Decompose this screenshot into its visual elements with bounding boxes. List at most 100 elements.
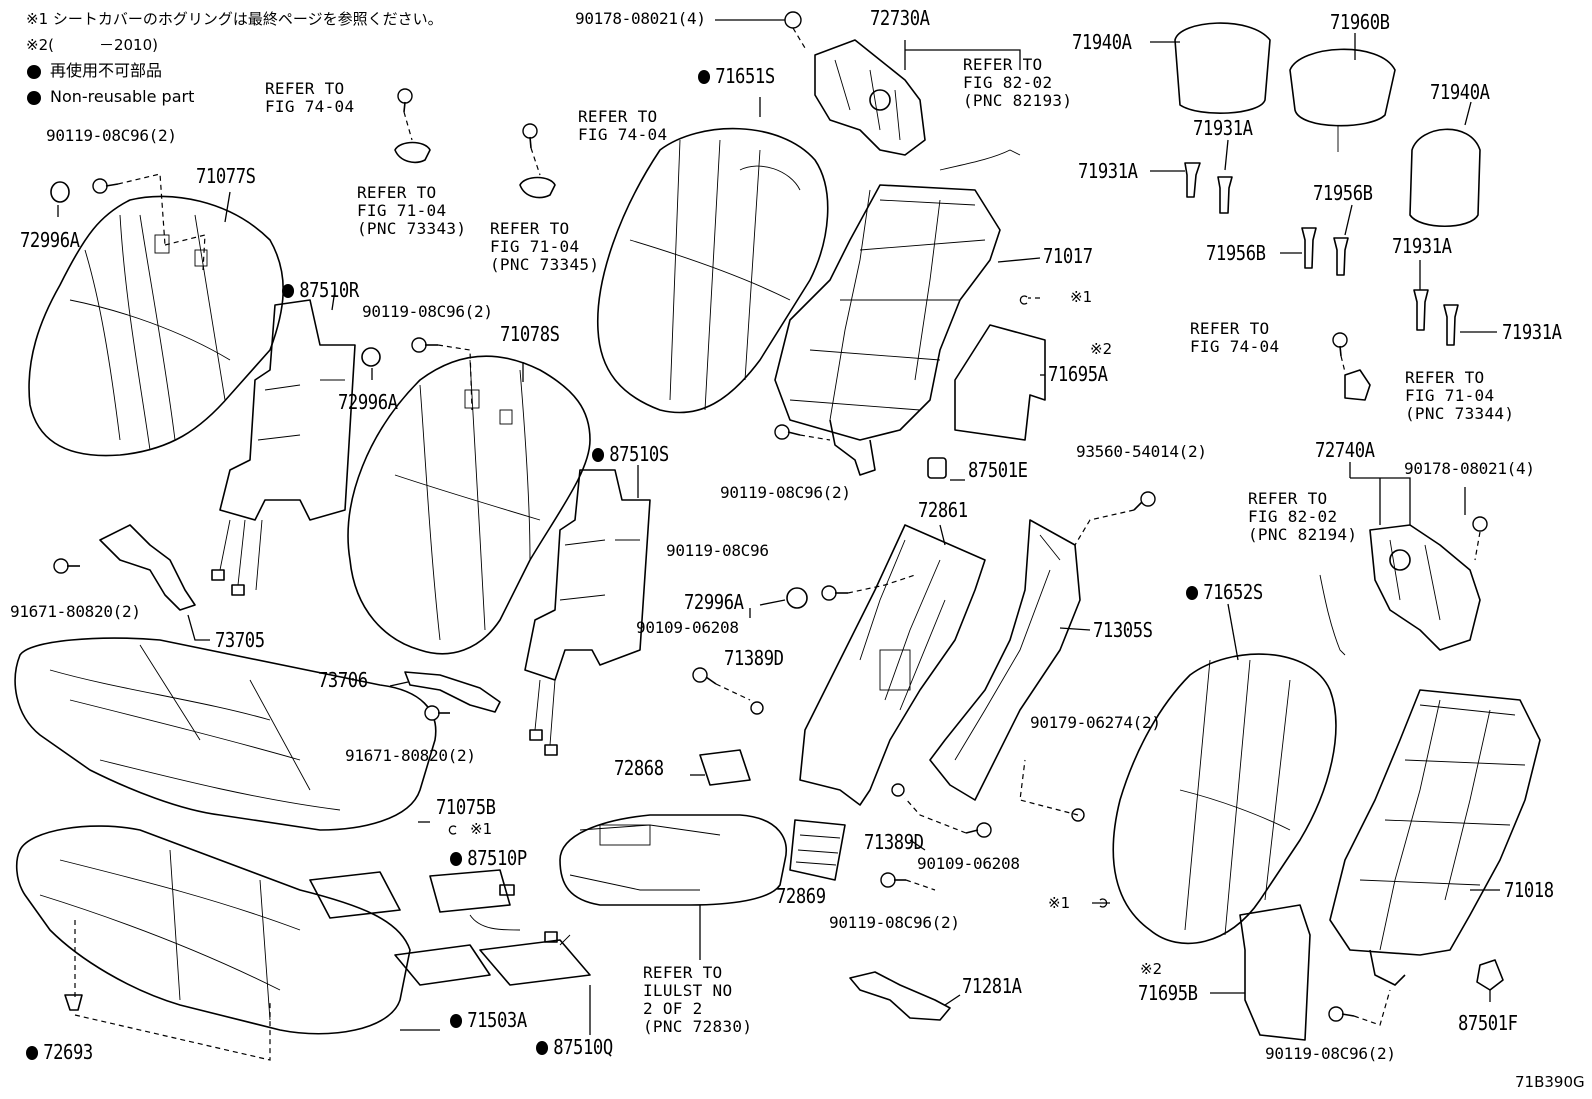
heater-pad-87510R: [211, 299, 356, 596]
label-71652S: 71652S: [1186, 582, 1263, 602]
label-90119-08C96-2-e: 90119-08C96(2): [1265, 1044, 1396, 1063]
label-71078S: 71078S: [500, 322, 560, 346]
label-72868: 72868: [614, 756, 664, 780]
seat-cushion-cover: [14, 637, 437, 831]
label-72740A: 72740A: [1315, 438, 1375, 462]
label-71695A: 71695A: [1048, 362, 1108, 386]
seat-heater-pads: [309, 869, 591, 986]
legend-jp: 再使用不可部品: [50, 61, 163, 80]
ref-fig-71-04-73344: REFER TO FIG 71-04 (PNC 73344): [1405, 368, 1515, 423]
heater-pad-87510S: [524, 469, 651, 756]
label-71389D-b: 71389D: [864, 830, 924, 854]
mark-2-71695B: ※2: [1140, 960, 1163, 978]
headrest-71960B: [1289, 48, 1396, 152]
armrest-panel-72861: [799, 524, 986, 806]
label-71931A-a: 71931A: [1193, 116, 1253, 140]
armrest-frame-71305S: [929, 519, 1081, 801]
mark-1-frame: ※1: [1070, 288, 1093, 306]
label-72693: 72693: [26, 1042, 93, 1062]
label-72861: 72861: [918, 498, 968, 522]
label-71956B-b: 71956B: [1206, 241, 1266, 265]
note-hog-ring: ※1 シートカバーのホグリングは最終ページを参照ください。: [26, 10, 443, 28]
note-date-range: ※2( －2010): [26, 36, 158, 54]
mark-1-right: ※1: [1048, 894, 1071, 912]
recliner-72730A: [814, 39, 1021, 171]
ref-fig-74-04-b: REFER TO FIG 74-04: [578, 107, 668, 144]
mark-2-71695A: ※2: [1090, 340, 1113, 358]
label-72996A-a: 72996A: [20, 228, 80, 252]
label-90109-06208-a: 90109-06208: [636, 618, 739, 637]
headrest-71940A-top: [1174, 22, 1271, 114]
label-90119-08C96-2-a: 90119-08C96(2): [46, 126, 177, 145]
label-73705: 73705: [215, 628, 265, 652]
label-71931A-d: 71931A: [1502, 320, 1562, 344]
misc-small-parts: [50, 141, 1504, 991]
label-71960B: 71960B: [1330, 10, 1390, 34]
label-87510P: 87510P: [450, 848, 527, 868]
label-90109-06208-b: 90109-06208: [917, 854, 1020, 873]
ref-ilulst-72830: REFER TO ILULST NO 2 OF 2 (PNC 72830): [643, 963, 753, 1036]
label-71956B-a: 71956B: [1313, 181, 1373, 205]
drawing-code: 71B390G: [1515, 1073, 1585, 1091]
leader-lines: [57, 19, 1500, 1035]
label-91671-80820-2-a: 91671-80820(2): [10, 602, 141, 621]
dashed-assembly-lines: [117, 27, 1481, 1026]
label-93560-54014-2: 93560-54014(2): [1076, 442, 1207, 461]
fasteners: [53, 11, 1488, 1022]
label-87510R: 87510R: [282, 280, 359, 300]
label-87501F: 87501F: [1458, 1011, 1518, 1035]
label-73706: 73706: [318, 668, 368, 692]
label-71075B: 71075B: [436, 795, 496, 819]
label-90119-08C96-2-d: 90119-08C96(2): [829, 913, 960, 932]
ref-fig-74-04-c: REFER TO FIG 74-04: [1190, 319, 1280, 356]
label-90178-08021-4-b: 90178-08021(4): [1404, 459, 1535, 478]
label-90178-08021-4-a: 90178-08021(4): [575, 9, 706, 28]
label-71389D-a: 71389D: [724, 646, 784, 670]
ref-fig-82-02-82193: REFER TO FIG 82-02 (PNC 82193): [963, 55, 1073, 110]
back-board-71695B: [1239, 904, 1311, 1041]
hog-ring-marks: [448, 295, 1108, 908]
seatback-cover-right-large: [596, 127, 829, 414]
seat-cushion-pad: [15, 825, 411, 1061]
seatback-cover-71652S: [1112, 653, 1337, 945]
headrest-guides: [1184, 162, 1459, 346]
recliner-72740A: [1319, 524, 1481, 656]
legend-en: Non-reusable part: [50, 87, 195, 106]
armrest-assembly: [559, 814, 787, 906]
label-72730A: 72730A: [870, 6, 930, 30]
label-72869: 72869: [776, 884, 826, 908]
label-72996A-b: 72996A: [338, 390, 398, 414]
label-71651S: 71651S: [698, 66, 775, 86]
label-90119-08C96-2-b: 90119-08C96(2): [362, 302, 493, 321]
seatback-frame-71018: [1329, 689, 1541, 986]
label-87510Q: 87510Q: [536, 1037, 613, 1057]
label-71281A: 71281A: [962, 974, 1022, 998]
seatbelt-buckle-parts: [99, 524, 501, 713]
label-71017: 71017: [1043, 244, 1093, 268]
label-71940A-a: 71940A: [1072, 30, 1132, 54]
label-90179-06274-2: 90179-06274(2): [1030, 713, 1161, 732]
label-90119-08C96: 90119-08C96: [666, 541, 769, 560]
bracket-71281A: [849, 971, 951, 1021]
ref-fig-71-04-73343: REFER TO FIG 71-04 (PNC 73343): [357, 183, 467, 238]
label-71931A-c: 71931A: [1392, 234, 1452, 258]
label-72996A-c: 72996A: [684, 590, 744, 614]
label-91671-80820-2-b: 91671-80820(2): [345, 746, 476, 765]
back-board-71695A: [954, 324, 1046, 441]
label-71077S: 71077S: [196, 164, 256, 188]
label-71305S: 71305S: [1093, 618, 1153, 642]
armrest-lid-parts: [699, 749, 846, 881]
ref-fig-74-04-a: REFER TO FIG 74-04: [265, 79, 355, 116]
headrest-71940A-right: [1409, 128, 1481, 228]
label-71695B: 71695B: [1138, 981, 1198, 1005]
legend-dots: [27, 65, 41, 105]
label-87501E: 87501E: [968, 458, 1028, 482]
label-71018: 71018: [1504, 878, 1554, 902]
label-90119-08C96-2-c: 90119-08C96(2): [720, 483, 851, 502]
mark-1-seat: ※1: [470, 820, 493, 838]
seatback-cover-left: [28, 195, 284, 457]
label-71503A: 71503A: [450, 1010, 527, 1030]
label-71940A-b: 71940A: [1430, 80, 1490, 104]
